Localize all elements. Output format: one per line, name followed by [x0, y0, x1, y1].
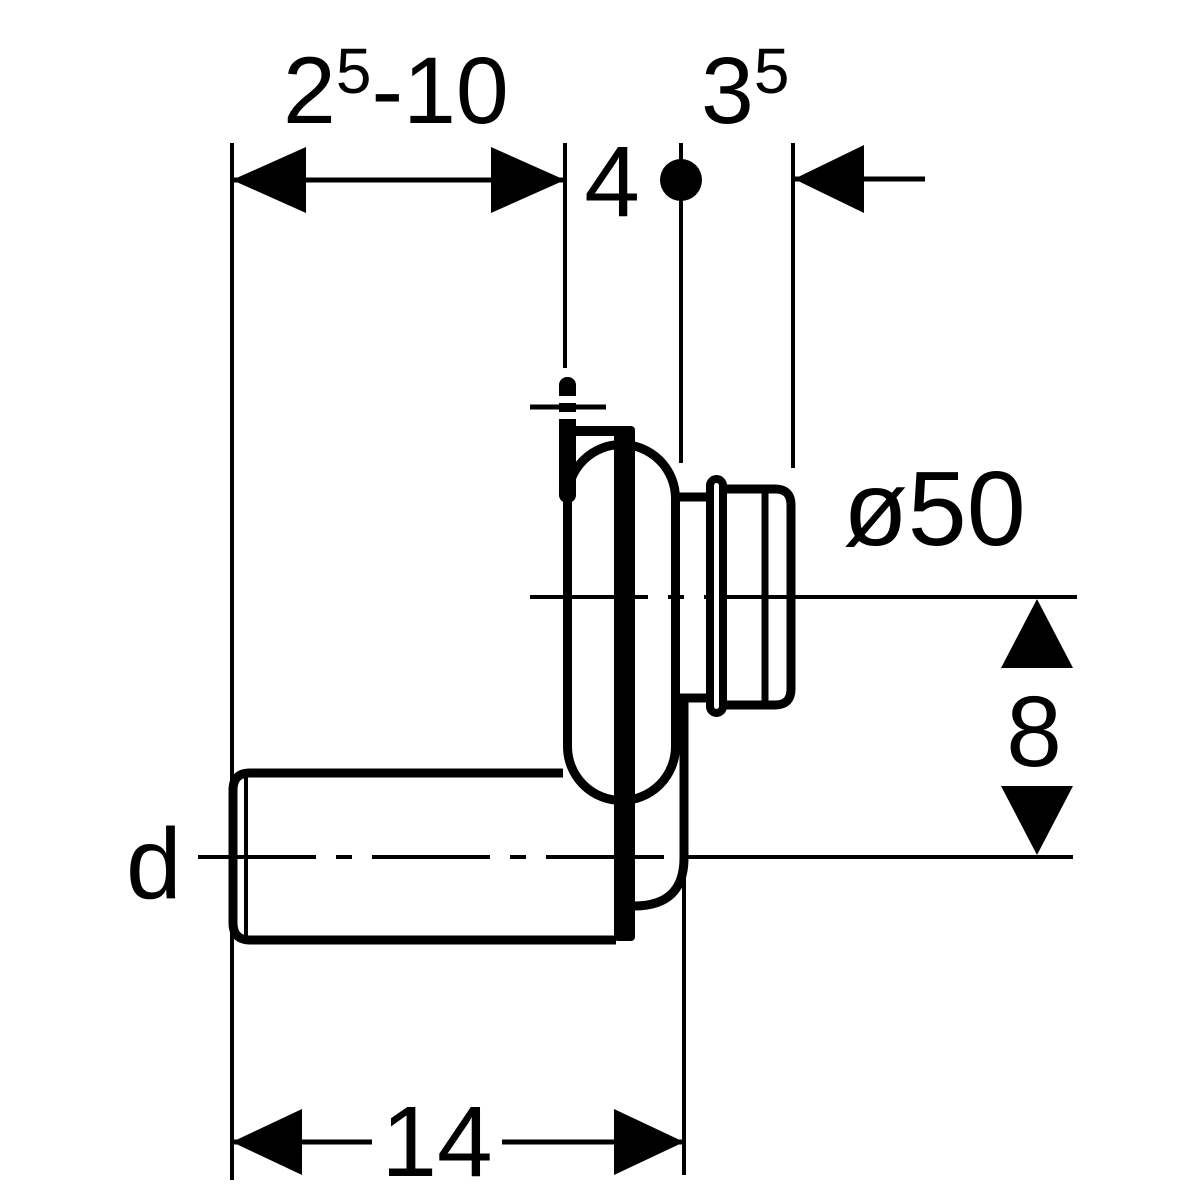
triangle-up — [1001, 599, 1073, 668]
outlet-socket-body — [714, 484, 796, 710]
label-main: 3 — [701, 38, 754, 144]
dimension-mounting-depth — [232, 147, 565, 213]
label-wall-offset: 4 — [584, 126, 640, 238]
label-socket-projection: 35 — [701, 35, 789, 144]
dimension-centerline-offset — [1001, 599, 1073, 855]
label-centerline-offset: 8 — [1006, 676, 1062, 788]
label-overall-length: 14 — [381, 1086, 492, 1198]
label-outlet-diameter: ø50 — [843, 450, 1026, 568]
wall-flange-plate — [614, 426, 635, 941]
nipple-notch-lower — [557, 412, 578, 419]
outlet-socket-rim — [706, 475, 727, 717]
label-mask — [372, 1098, 502, 1184]
dimension-dot-terminator — [660, 159, 702, 201]
arrowhead-left — [232, 147, 306, 213]
arrowhead-left — [232, 1109, 302, 1175]
dimension-socket-projection-arrow — [794, 145, 925, 213]
arrowhead-right — [614, 1109, 684, 1175]
nipple-notch-upper — [557, 396, 578, 403]
label-superscript: 5 — [336, 35, 372, 107]
label-main: 2 — [283, 38, 336, 144]
inlet-pipe-outline — [228, 768, 616, 945]
nipple-bar — [559, 377, 576, 503]
label-mounting-depth-range: 25-10 — [283, 35, 509, 144]
dimension-labels: 25-10 35 4 ø50 8 d 14 — [126, 35, 1062, 1198]
label-rest: -10 — [371, 38, 508, 144]
label-superscript: 5 — [754, 35, 790, 107]
label-inlet-diameter: d — [126, 808, 182, 920]
fitting-body — [228, 440, 796, 945]
elbow-outer-wall — [633, 700, 689, 911]
top-nipple — [530, 377, 606, 503]
arrowhead-right — [491, 147, 565, 213]
dimension-overall-length — [232, 1098, 684, 1184]
triangle-down — [1001, 786, 1073, 855]
